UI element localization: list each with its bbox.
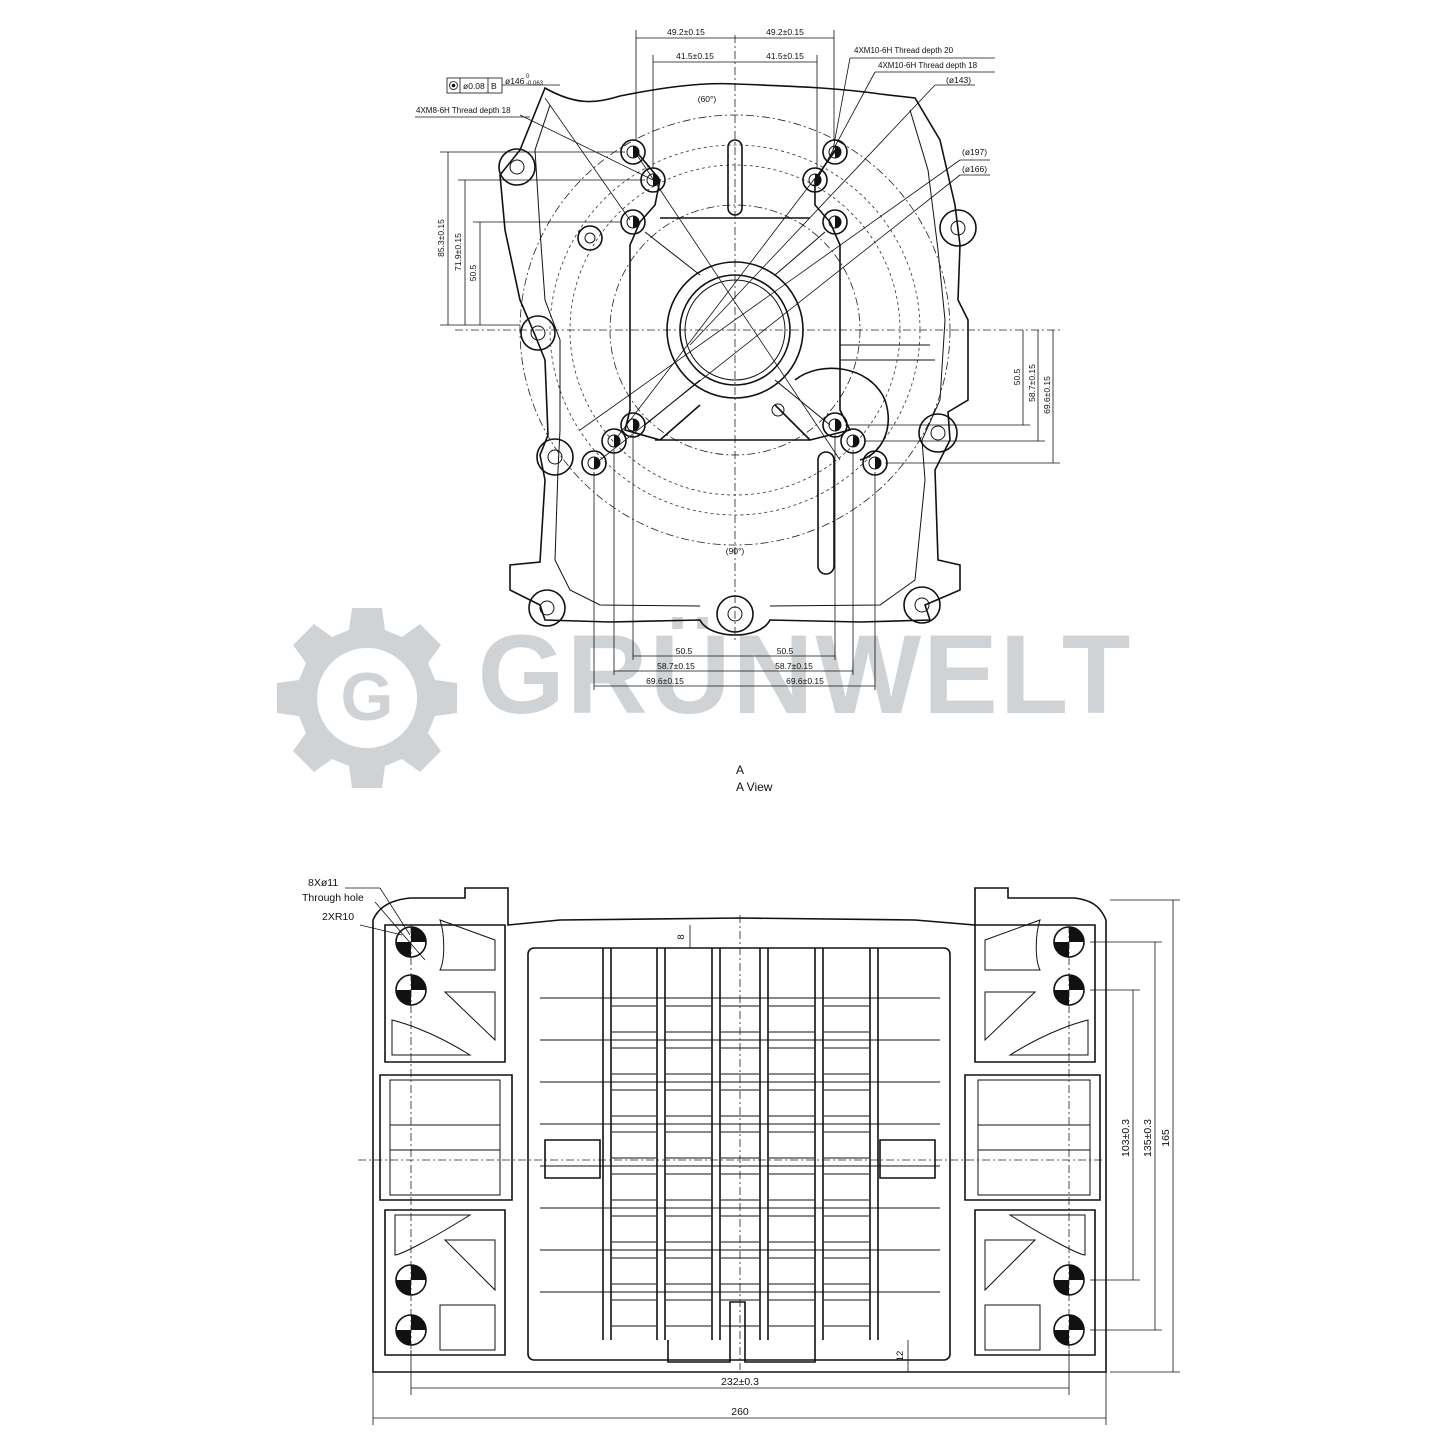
dim-135: 135±0.3 [1142, 1119, 1154, 1157]
side-arc-boss [794, 367, 889, 461]
dia-166: (ø166) [962, 164, 987, 174]
radius-label: 2XR10 [322, 911, 354, 923]
bore-diameter: ø146 [505, 76, 525, 86]
bore-outer [666, 261, 804, 399]
rib-field [527, 947, 951, 1361]
dim-50-5-left: 50.5 [468, 264, 478, 281]
dim-69-6-right: 69.6±0.15 [1042, 376, 1052, 414]
dim-71-9: 71.9±0.15 [453, 233, 463, 271]
dim-58-7-bottom-right: 58.7±0.15 [775, 661, 813, 671]
watermark-logo-letter: G [341, 659, 394, 735]
dim-41-right: 41.5±0.15 [766, 51, 804, 61]
left-upper-panel [384, 924, 506, 1063]
dim-50-5-right: 50.5 [1012, 368, 1022, 385]
dim-12: 12 [895, 1351, 906, 1362]
tolerance-datum: B [491, 81, 497, 91]
bottom-notch [667, 1301, 816, 1363]
dia-143: (ø143) [946, 75, 971, 85]
bore-tolerance-upper: 0 [526, 74, 530, 80]
dim-49-left: 49.2±0.15 [667, 27, 705, 37]
watermark-gear-logo [277, 608, 457, 788]
dim-8: 8 [676, 934, 687, 939]
top-dimensions [635, 30, 835, 168]
dim-41-left: 41.5±0.15 [676, 51, 714, 61]
dim-58-7-right: 58.7±0.15 [1027, 364, 1037, 402]
dim-85-3: 85.3±0.15 [436, 219, 446, 257]
vertical-ribs [602, 948, 879, 1340]
dim-50-5-bottom-left: 50.5 [676, 646, 693, 656]
flange-ribs [644, 231, 831, 426]
right-mid-pocket [977, 1079, 1091, 1196]
watermark-text: GRÜNWELT [478, 612, 1133, 737]
left-mid-pocket [389, 1079, 501, 1196]
base-outline [372, 887, 1107, 1373]
bore-tolerance-lower: -0.063 [526, 81, 544, 87]
side-channel [840, 344, 935, 361]
rib-side-slots [544, 1139, 936, 1179]
left-mid-panel [379, 1074, 513, 1201]
leader-lines [415, 57, 995, 461]
dim-260: 260 [731, 1406, 749, 1418]
dim-103: 103±0.3 [1120, 1119, 1132, 1157]
housing-inner-wall [534, 104, 946, 607]
bore-inner [684, 279, 786, 381]
m8-thread-label: 4XM8-6H Thread depth 18 [416, 106, 511, 115]
right-upper-panel [974, 924, 1096, 1063]
bore-ring [679, 274, 791, 386]
view-caption: A View [736, 780, 773, 794]
dim-232: 232±0.3 [721, 1376, 759, 1388]
thread-depth-20-label: 4XM10-6H Thread depth 20 [854, 46, 954, 55]
bottom-slot [817, 451, 835, 575]
right-pocket-shapes [984, 919, 1089, 1351]
dim-49-right: 49.2±0.15 [766, 27, 804, 37]
angle-90: (90°) [726, 546, 745, 556]
dim-165: 165 [1160, 1129, 1172, 1147]
top-slot [727, 139, 743, 216]
right-lower-panel [974, 1209, 1096, 1356]
holes-label: 8Xø11 [308, 877, 338, 889]
left-pocket-shapes [391, 919, 496, 1351]
tolerance-frame [446, 77, 560, 94]
dim-58-7-bottom-left: 58.7±0.15 [657, 661, 695, 671]
left-lower-panel [384, 1209, 506, 1356]
housing-outline [499, 82, 969, 636]
dim-69-6-bottom-right: 69.6±0.15 [786, 676, 824, 686]
right-mid-panel [964, 1074, 1101, 1201]
view-letter: A [736, 763, 744, 777]
left-dimensions [440, 151, 645, 326]
bottom-dimension-lines [345, 887, 1180, 1425]
dia-197: (ø197) [962, 147, 987, 157]
right-dimensions [845, 330, 1060, 464]
dim-69-6-bottom-left: 69.6±0.15 [646, 676, 684, 686]
dim-50-5-bottom-right: 50.5 [777, 646, 794, 656]
through-hole-label: Through hole [302, 892, 364, 904]
angle-60: (60°) [698, 94, 717, 104]
tolerance-value: ø0.08 [463, 81, 485, 91]
bottom-dimensions [593, 435, 876, 690]
thread-depth-18-label: 4XM10-6H Thread depth 18 [878, 61, 978, 70]
